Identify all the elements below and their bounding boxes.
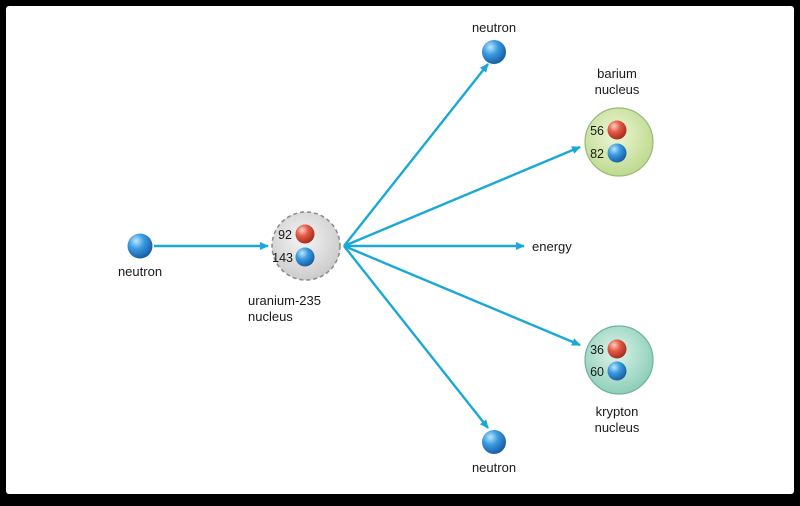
fission-diagram: neutron 92 143 uranium-235 nucleus neutr… xyxy=(118,20,654,475)
arrow-to-neutron-bottom xyxy=(343,245,489,429)
uranium-neutron-icon xyxy=(295,247,315,267)
arrow-to-barium xyxy=(343,145,581,248)
krypton-nucleus: 36 60 xyxy=(584,325,654,395)
arrow-to-krypton xyxy=(343,244,581,347)
uranium-label-line1: uranium-235 xyxy=(248,293,321,308)
uranium-proton-count: 92 xyxy=(278,228,292,242)
uranium-proton-icon xyxy=(295,224,315,244)
krypton-label-line2: nucleus xyxy=(595,420,640,435)
barium-proton-count: 56 xyxy=(590,124,604,138)
incoming-neutron-label: neutron xyxy=(118,264,162,279)
barium-label-line1: barium xyxy=(597,66,637,81)
uranium-label-line2: nucleus xyxy=(248,309,293,324)
barium-neutron-icon xyxy=(607,143,627,163)
krypton-neutron-icon xyxy=(607,361,627,381)
neutron-top-icon xyxy=(482,40,506,64)
arrows xyxy=(154,63,581,429)
barium-neutron-count: 82 xyxy=(590,147,604,161)
neutron-bottom-icon xyxy=(482,430,506,454)
barium-label-line2: nucleus xyxy=(595,82,640,97)
neutron-top-label: neutron xyxy=(472,20,516,35)
barium-proton-icon xyxy=(607,120,627,140)
krypton-proton-count: 36 xyxy=(590,343,604,357)
krypton-neutron-count: 60 xyxy=(590,365,604,379)
incoming-neutron-icon xyxy=(127,233,153,259)
krypton-label-line1: krypton xyxy=(596,404,639,419)
barium-nucleus: 56 82 xyxy=(584,107,654,177)
energy-label: energy xyxy=(532,239,572,254)
uranium-neutron-count: 143 xyxy=(272,251,293,265)
krypton-proton-icon xyxy=(607,339,627,359)
uranium-nucleus: 92 143 xyxy=(271,211,341,281)
neutron-bottom-label: neutron xyxy=(472,460,516,475)
diagram-frame: neutron 92 143 uranium-235 nucleus neutr… xyxy=(6,6,794,494)
arrow-to-neutron-top xyxy=(343,63,489,247)
